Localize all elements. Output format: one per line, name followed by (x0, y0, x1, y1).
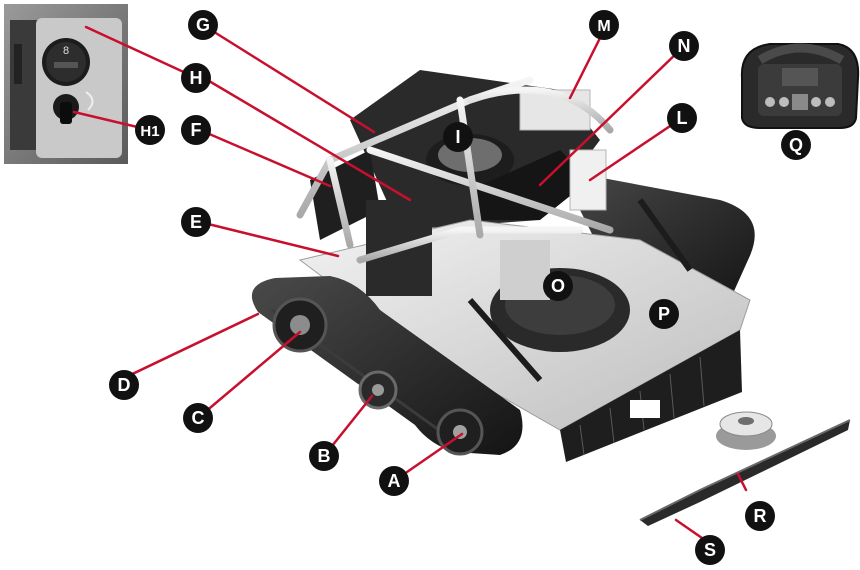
label-marker-D: D (109, 370, 139, 400)
label-L: L (677, 108, 688, 128)
label-N: N (678, 36, 691, 56)
remote-handle (757, 43, 845, 64)
label-M: M (597, 18, 610, 35)
deck-strut-left (467, 298, 543, 382)
drive-wheel-hub (290, 315, 310, 335)
remote-center-button-icon (792, 94, 808, 110)
label-marker-E: E (181, 207, 211, 237)
label-marker-Q: Q (781, 130, 811, 160)
remote-control (740, 43, 860, 129)
label-P: P (658, 304, 670, 324)
label-marker-F: F (181, 115, 211, 145)
leader-line-R (736, 472, 748, 492)
key-rotation-arrow-icon (85, 91, 94, 111)
label-marker-I: I (443, 122, 473, 152)
label-H1: H1 (140, 123, 159, 140)
leader-line-S (674, 518, 704, 540)
leader-line-H (202, 76, 412, 202)
remote-display (782, 68, 818, 86)
leader-line-L (588, 116, 684, 182)
inset-control-panel: 8 (4, 4, 128, 164)
hour-meter-bar (54, 62, 78, 68)
tracked-mower (251, 70, 755, 462)
label-marker-L: L (667, 103, 697, 133)
label-I: I (455, 127, 460, 147)
hour-meter-digit: 8 (63, 45, 69, 57)
idler-wheel-hub (453, 425, 467, 439)
label-marker-G: G (188, 10, 218, 40)
label-E: E (190, 212, 202, 232)
leader-line-G (201, 23, 376, 134)
deck-strut-right (637, 198, 693, 272)
engine-block (500, 240, 550, 300)
leader-line-C (196, 330, 302, 420)
leader-line-D (122, 312, 260, 380)
leader-line-H-inset (84, 25, 190, 76)
leader-line-F (198, 128, 332, 188)
label-G: G (196, 15, 210, 35)
label-B: B (318, 446, 331, 466)
label-C: C (192, 408, 205, 428)
label-marker-M: M (589, 10, 619, 40)
side-box (569, 149, 607, 211)
ignition-key-icon (60, 102, 72, 124)
leader-lines (72, 23, 748, 540)
label-marker-H1: H1 (135, 115, 165, 145)
label-S: S (704, 540, 716, 560)
deck-front-flap (560, 330, 742, 462)
label-marker-A: A (379, 466, 409, 496)
label-O: O (551, 276, 565, 296)
label-H: H (190, 68, 203, 88)
inset-cable (14, 44, 22, 84)
remote-button-icon (825, 97, 835, 107)
label-marker-C: C (183, 403, 213, 433)
label-marker-R: R (745, 501, 775, 531)
remote-button-icon (779, 97, 789, 107)
label-marker-N: N (669, 31, 699, 61)
track-right (560, 170, 755, 310)
inset-side-panel (10, 20, 40, 150)
leader-line-E (198, 220, 340, 258)
fuel-tank (470, 150, 590, 220)
leader-line-M (568, 28, 606, 100)
roll-bar-frame (296, 76, 614, 264)
label-marker-O: O (543, 271, 573, 301)
label-marker-B: B (309, 441, 339, 471)
blade-bolt-icon (738, 417, 754, 425)
remote-button-icon (811, 97, 821, 107)
label-marker-H: H (181, 63, 211, 93)
blade-assembly (639, 411, 851, 526)
label-R: R (754, 506, 767, 526)
label-D: D (118, 375, 131, 395)
label-F: F (191, 120, 202, 140)
label-marker-P: P (649, 299, 679, 329)
label-marker-S: S (695, 535, 725, 565)
label-Q: Q (789, 135, 803, 155)
remote-button-icon (765, 97, 775, 107)
label-A: A (388, 471, 401, 491)
leader-line-N (538, 48, 682, 187)
cutting-blade (640, 420, 850, 526)
remote-panel (758, 64, 842, 116)
deck-gap (630, 400, 660, 418)
roller-wheel-hub (372, 384, 384, 396)
blade-edge (639, 419, 851, 521)
